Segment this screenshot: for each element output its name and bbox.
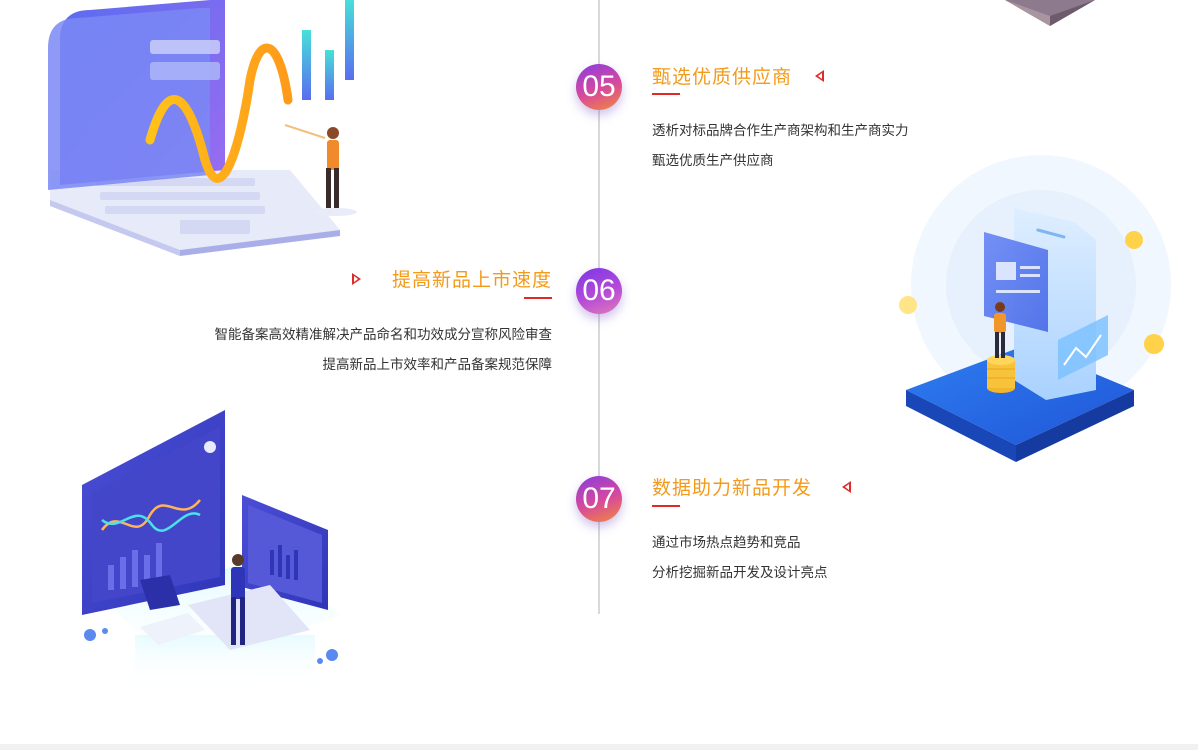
laptop-chart-illustration <box>48 0 357 256</box>
step-number-05: 05 <box>576 64 622 110</box>
step-desc-line-06-2: 提高新品上市效率和产品备案规范保障 <box>322 357 553 373</box>
step-desc-line-05-2: 甄选优质生产供应商 <box>652 153 774 169</box>
monitors-dashboard-illustration <box>82 410 340 690</box>
title-underline-05 <box>652 93 680 95</box>
top-cube-illustration <box>1005 0 1095 26</box>
step-number-07: 07 <box>576 476 622 522</box>
step-desc-line-06-1: 智能备案高效精准解决产品命名和功效成分宣称风险审查 <box>214 327 553 343</box>
step-title-05: 甄选优质供应商 <box>652 66 793 88</box>
step-title-06: 提高新品上市速度 <box>391 269 552 291</box>
step-number-06: 06 <box>576 268 622 314</box>
title-underline-07 <box>652 505 680 507</box>
bottom-divider <box>0 744 1198 750</box>
step-title-07: 数据助力新品开发 <box>652 477 813 499</box>
step-desc-line-07-1: 通过市场热点趋势和竞品 <box>652 535 801 551</box>
step-desc-line-05-1: 透析对标品牌合作生产商架构和生产商实力 <box>652 123 909 139</box>
title-underline-06 <box>524 297 552 299</box>
step-desc-line-07-2: 分析挖掘新品开发及设计亮点 <box>652 565 828 581</box>
profile-card-illustration <box>899 155 1171 462</box>
